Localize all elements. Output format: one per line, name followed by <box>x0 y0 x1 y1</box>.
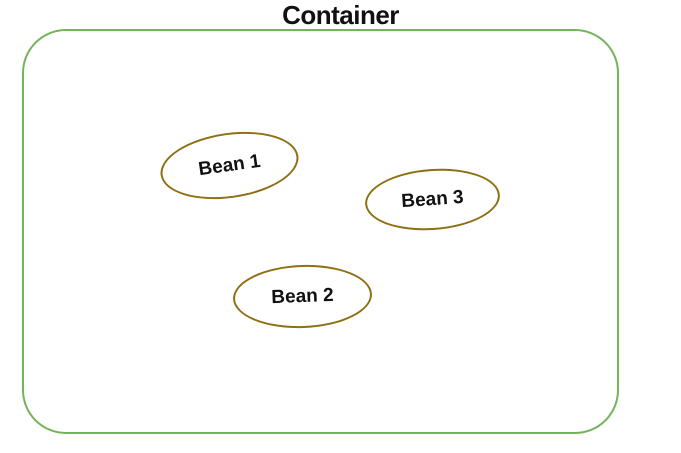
container-title: Container <box>268 2 413 29</box>
bean-1-label: Bean 1 <box>197 150 262 180</box>
container-boundary <box>22 29 619 434</box>
bean-2-label: Bean 2 <box>270 284 334 308</box>
bean-3-label: Bean 3 <box>400 186 465 212</box>
